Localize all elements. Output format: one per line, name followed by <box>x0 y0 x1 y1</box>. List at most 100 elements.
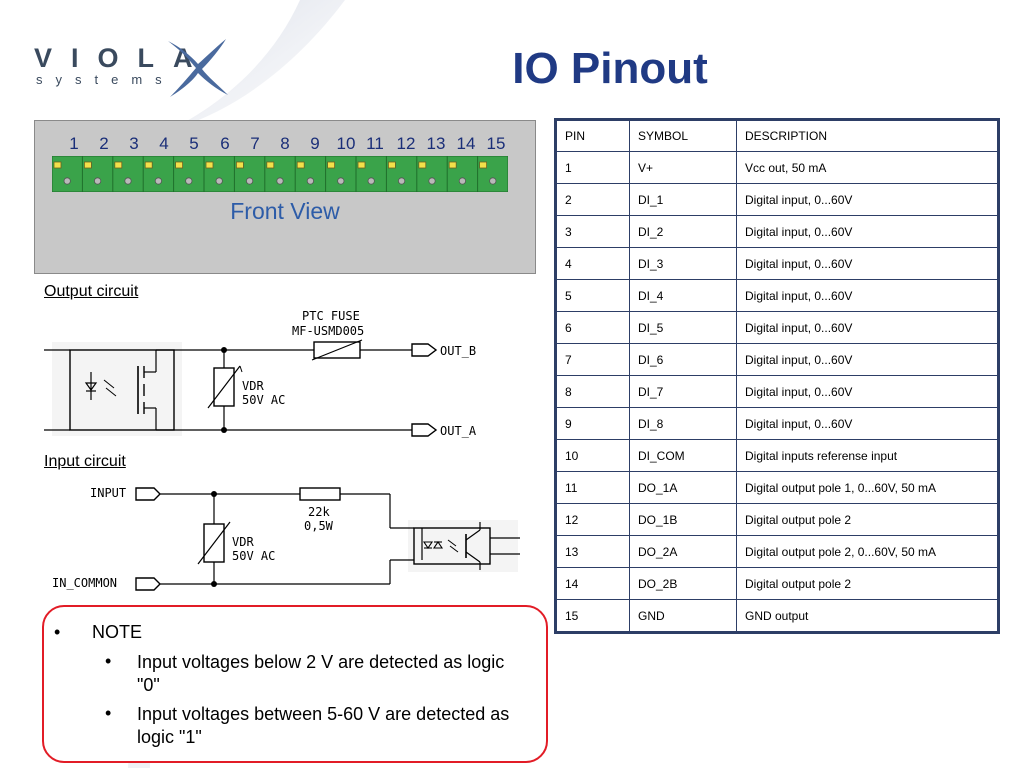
note-heading: NOTE <box>92 622 143 642</box>
out-a-label: OUT_A <box>440 424 477 438</box>
pin-number: 4 <box>159 134 169 153</box>
out-b-label: OUT_B <box>440 344 476 358</box>
pin-number: 1 <box>69 134 79 153</box>
fuse-label-1: PTC FUSE <box>302 309 360 323</box>
pin-number: 3 <box>129 134 139 153</box>
description-cell: Digital input, 0...60V <box>736 215 999 248</box>
terminal-slot <box>205 161 214 169</box>
output-circuit-label: Output circuit <box>44 283 139 300</box>
note-item: Input voltages between 5-60 V are detect… <box>137 704 510 747</box>
input-circuit-schematic: INPUT IN_COMMON 22k 0,5W VDR 50V AC <box>52 486 520 591</box>
symbol-cell: DI_5 <box>629 311 737 344</box>
terminal-screw <box>63 177 71 185</box>
terminal-screw <box>306 177 314 185</box>
description-cell: Digital input, 0...60V <box>736 183 999 216</box>
symbol-cell: DI_7 <box>629 375 737 408</box>
resistor-label-1: 22k <box>308 505 330 519</box>
pin-cell: 14 <box>555 567 630 600</box>
pin-cell: 13 <box>555 535 630 568</box>
terminal-screw <box>185 177 193 185</box>
terminal-slot <box>266 161 275 169</box>
pin-cell: 7 <box>555 343 630 376</box>
pin-cell: 12 <box>555 503 630 536</box>
pin-cell: 1 <box>555 151 630 184</box>
pin-cell: 6 <box>555 311 630 344</box>
terminal-screw <box>428 177 436 185</box>
terminal-screw <box>397 177 406 185</box>
terminal-slot <box>418 161 427 169</box>
description-cell: Digital input, 0...60V <box>736 343 999 376</box>
terminal-slot <box>296 161 305 169</box>
symbol-cell: DI_8 <box>629 407 737 440</box>
description-cell: Digital input, 0...60V <box>736 279 999 312</box>
pin-number: 15 <box>486 134 506 153</box>
note-item: Input voltages below 2 V are detected as… <box>137 652 505 695</box>
note-sub-bullet: • <box>105 703 112 723</box>
terminal-screw <box>93 177 102 185</box>
symbol-cell: DI_6 <box>629 343 737 376</box>
vdr-label-2: 50V AC <box>242 393 285 407</box>
pin-number: 11 <box>366 134 384 153</box>
description-cell: Digital output pole 1, 0...60V, 50 mA <box>736 471 999 504</box>
table-header-row: PIN SYMBOL DESCRIPTION <box>555 119 999 152</box>
output-circuit-schematic: PTC FUSE MF-USMD005 VDR 50V AC OUT_B OUT… <box>44 309 477 438</box>
terminal-slot <box>144 161 153 169</box>
pin-number: 13 <box>426 134 446 153</box>
note-sub-bullet: • <box>105 651 112 671</box>
terminal-screw <box>367 177 375 185</box>
pin-number-row: 1 2 3 4 5 6 7 8 9 10 11 12 13 14 15 <box>52 134 512 156</box>
symbol-cell: DI_COM <box>629 439 737 472</box>
fuse-label-2: MF-USMD005 <box>292 324 364 338</box>
terminal-screw <box>154 177 163 185</box>
header-description: DESCRIPTION <box>736 119 999 152</box>
pin-cell: 5 <box>555 279 630 312</box>
terminal-slot <box>387 161 396 169</box>
symbol-cell: V+ <box>629 151 737 184</box>
description-cell: Digital input, 0...60V <box>736 311 999 344</box>
pin-number: 9 <box>310 134 320 153</box>
symbol-cell: DO_2A <box>629 535 737 568</box>
symbol-cell: DI_2 <box>629 215 737 248</box>
vdr-label-1: VDR <box>232 535 254 549</box>
description-cell: Digital output pole 2 <box>736 503 999 536</box>
symbol-cell: GND <box>629 599 737 633</box>
terminal-screw <box>489 177 497 185</box>
symbol-cell: DO_1A <box>629 471 737 504</box>
header-pin: PIN <box>555 119 630 152</box>
terminal-slot <box>53 161 62 169</box>
pin-number: 7 <box>250 134 260 153</box>
logo-wordmark: VIOLA <box>34 43 212 73</box>
terminal-slot <box>357 161 366 169</box>
symbol-cell: DI_3 <box>629 247 737 280</box>
logo-x-icon <box>168 39 228 97</box>
terminal-slot <box>327 161 336 169</box>
pin-cell: 8 <box>555 375 630 408</box>
pin-cell: 11 <box>555 471 630 504</box>
pin-number: 6 <box>220 134 230 153</box>
header-symbol: SYMBOL <box>629 119 737 152</box>
pin-number: 12 <box>396 134 416 153</box>
pin-number: 5 <box>189 134 199 153</box>
resistor-label-2: 0,5W <box>304 519 334 533</box>
description-cell: Vcc out, 50 mA <box>736 151 999 184</box>
pin-number: 14 <box>456 134 476 153</box>
terminal-slot <box>235 161 244 169</box>
pin-cell: 9 <box>555 407 630 440</box>
description-cell: Digital output pole 2 <box>736 567 999 600</box>
input-circuit-label: Input circuit <box>44 453 126 470</box>
pin-cell: 4 <box>555 247 630 280</box>
pin-cell: 15 <box>555 599 630 633</box>
pin-cell: 3 <box>555 215 630 248</box>
